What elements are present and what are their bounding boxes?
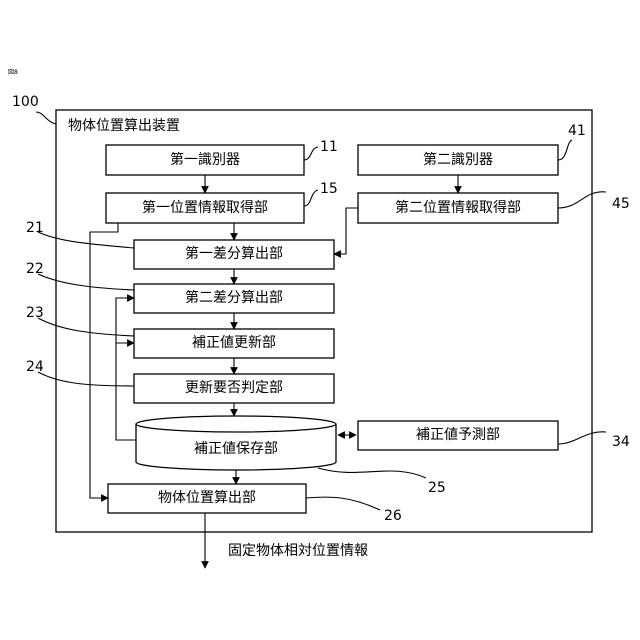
second-diff-calc-label: 第二差分算出部 xyxy=(185,289,283,306)
correction-updater-label: 補正値更新部 xyxy=(192,335,276,351)
device-ref-leader xyxy=(36,112,56,124)
first-position-acquirer-ref: 15 xyxy=(320,181,338,197)
first-diff-calc-label: 第一差分算出部 xyxy=(185,245,283,262)
update-judge-label: 更新要否判定部 xyxy=(185,380,283,396)
first-identifier-label: 第一識別器 xyxy=(170,151,240,168)
correction-storage-top xyxy=(136,416,336,432)
first-position-acquirer-label: 第一位置情報取得部 xyxy=(142,199,268,216)
first-identifier-ref: 11 xyxy=(320,139,338,155)
second-identifier-ref: 41 xyxy=(568,123,586,139)
second-identifier-label: 第二識別器 xyxy=(423,151,493,168)
object-position-calc-ref: 26 xyxy=(384,508,402,524)
output-label: 固定物体相対位置情報 xyxy=(228,543,368,559)
correction-predictor-ref: 34 xyxy=(612,434,630,450)
correction-updater-ref: 23 xyxy=(26,305,44,321)
correction-predictor-label: 補正値予測部 xyxy=(416,427,500,443)
object-position-calc-label: 物体位置算出部 xyxy=(158,490,256,506)
correction-storage-label: 補正値保存部 xyxy=(194,441,278,457)
figure-label: 図8 xyxy=(8,69,18,76)
correction-storage-ref: 25 xyxy=(428,480,446,496)
second-position-acquirer-label: 第二位置情報取得部 xyxy=(395,199,521,216)
device-title: 物体位置算出装置 xyxy=(68,118,180,134)
update-judge-ref: 24 xyxy=(26,359,44,375)
device-ref: 100 xyxy=(12,94,39,110)
second-position-acquirer-ref: 45 xyxy=(612,196,630,212)
second-diff-calc-ref: 22 xyxy=(26,261,44,277)
